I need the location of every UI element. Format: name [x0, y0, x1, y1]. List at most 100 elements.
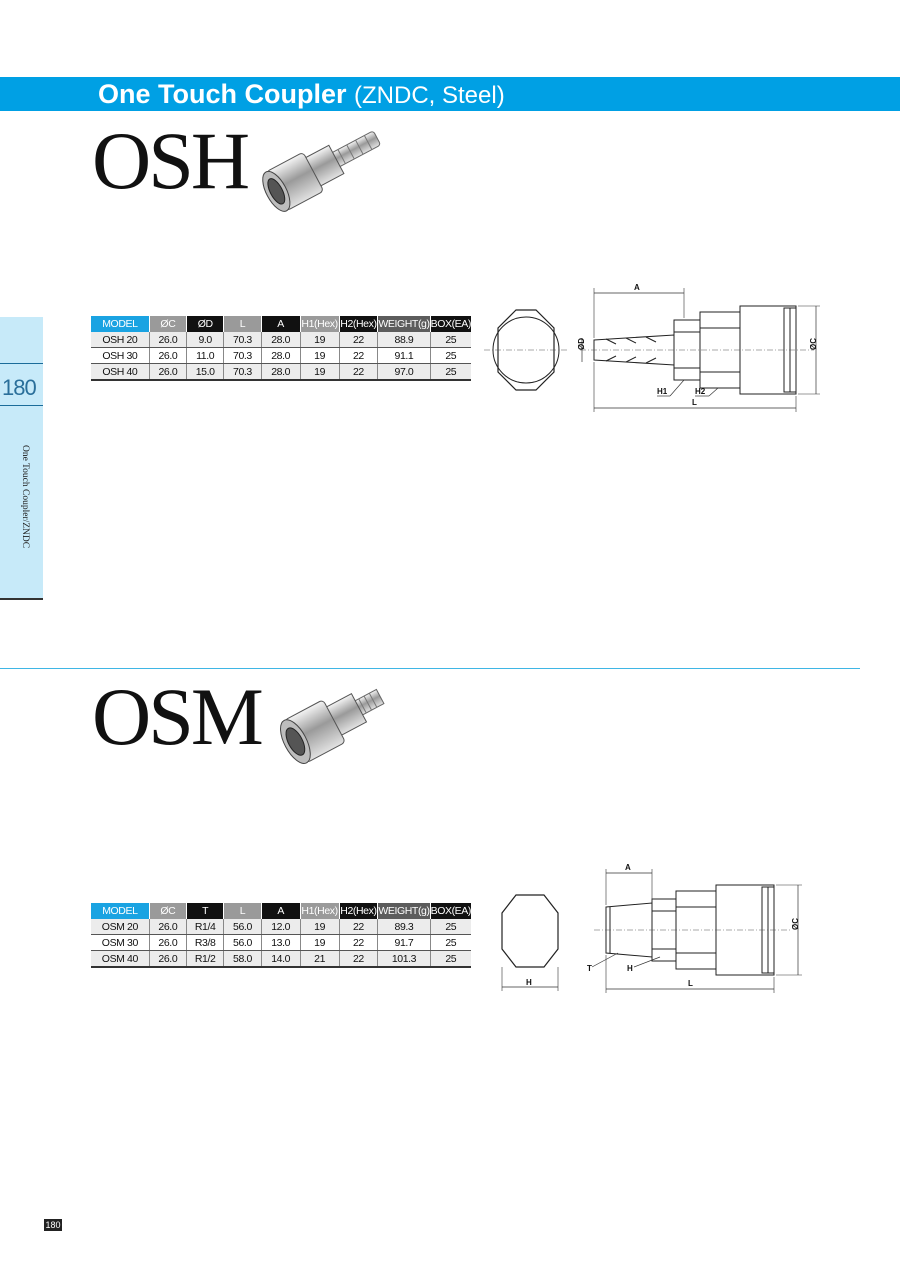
cell: 70.3: [223, 332, 262, 348]
col-model: MODEL: [91, 316, 150, 332]
table-header-row: MODEL ØC ØD L A H1(Hex) H2(Hex) WEIGHT(g…: [91, 316, 471, 332]
cell: OSM 40: [91, 950, 150, 968]
col-l: L: [223, 903, 262, 919]
cell: 28.0: [260, 363, 301, 381]
cell: 91.7: [377, 934, 431, 951]
osm-model-name: OSM: [92, 671, 264, 762]
cell: 22: [338, 919, 378, 935]
cell: 22: [338, 347, 378, 364]
osm-dim-c: ØC: [791, 918, 800, 930]
col-model: MODEL: [91, 903, 150, 919]
osm-hex-view: [501, 894, 559, 968]
osm-dim-h: H: [627, 964, 633, 973]
page-title: One Touch Coupler (ZNDC, Steel): [98, 79, 505, 110]
cell: 25: [429, 332, 471, 348]
col-box: BOX(EA): [429, 903, 471, 919]
cell: OSH 30: [91, 347, 150, 364]
cell: 14.0: [260, 950, 301, 968]
title-sub: (ZNDC, Steel): [354, 82, 505, 109]
cell: OSM 20: [91, 919, 150, 935]
cell: 56.0: [223, 934, 262, 951]
cell: 70.3: [223, 347, 262, 364]
cell: 26.0: [148, 934, 187, 951]
cell: 19: [299, 919, 339, 935]
side-tab-section-label: One Touch Coupler/ZNDC: [20, 445, 30, 549]
cell: 101.3: [377, 950, 431, 968]
table-header-row: MODEL ØC T L A H1(Hex) H2(Hex) WEIGHT(g)…: [91, 903, 471, 919]
col-c: ØC: [148, 316, 187, 332]
side-tab-bottom-rule: [0, 598, 43, 600]
title-main: One Touch Coupler: [98, 79, 347, 109]
osh-spec-table: MODEL ØC ØD L A H1(Hex) H2(Hex) WEIGHT(g…: [91, 316, 471, 381]
cell: 22: [338, 332, 378, 348]
osh-hex-view: [497, 309, 555, 391]
osh-technical-drawing: A L ØD ØC H1 H2: [484, 283, 820, 412]
col-c: ØC: [148, 903, 187, 919]
cell: 56.0: [223, 919, 262, 935]
col-a: A: [260, 903, 301, 919]
col-h2: H2(Hex): [338, 316, 378, 332]
side-tab-rule-top: [0, 363, 43, 364]
footer-page-number: 180: [44, 1219, 62, 1231]
cell: 25: [429, 363, 471, 381]
osh-dim-a: A: [634, 283, 640, 292]
cell: 26.0: [148, 347, 187, 364]
cell: 89.3: [377, 919, 431, 935]
osh-dim-l: L: [692, 398, 697, 407]
cell: 58.0: [223, 950, 262, 968]
osm-technical-drawing: H A L ØC T H: [501, 863, 802, 993]
cell: 88.9: [377, 332, 431, 348]
side-tab-page-number: 180: [2, 375, 37, 400]
col-h1: H1(Hex): [299, 316, 339, 332]
cell: 19: [299, 934, 339, 951]
title-bar: One Touch Coupler (ZNDC, Steel): [0, 77, 900, 111]
col-box: BOX(EA): [429, 316, 471, 332]
cell: 25: [429, 950, 471, 968]
osm-product-image: [280, 688, 385, 764]
cell: 26.0: [148, 950, 187, 968]
osm-dim-t: T: [587, 964, 592, 973]
cell: 19: [299, 347, 339, 364]
cell: 28.0: [260, 347, 301, 364]
osm-dim-a: A: [625, 863, 631, 872]
cell: 9.0: [186, 332, 224, 348]
osh-dim-h2: H2: [695, 387, 706, 396]
osm-dim-l: L: [688, 979, 693, 988]
cell: OSM 30: [91, 934, 150, 951]
cell: 22: [338, 950, 378, 968]
col-h2: H2(Hex): [338, 903, 378, 919]
section-divider: [0, 668, 860, 669]
cell: R3/8: [185, 934, 224, 951]
cell: 11.0: [186, 347, 224, 364]
cell: OSH 40: [91, 363, 150, 381]
cell: 25: [429, 934, 471, 951]
col-a: A: [260, 316, 301, 332]
osm-spec-table: MODEL ØC T L A H1(Hex) H2(Hex) WEIGHT(g)…: [91, 903, 471, 968]
osh-product-image: [262, 131, 381, 212]
cell: 19: [299, 363, 339, 381]
cell: 12.0: [260, 919, 301, 935]
cell: 26.0: [148, 332, 187, 348]
cell: 91.1: [377, 347, 431, 364]
osm-dim-h-bottom: H: [526, 978, 532, 987]
side-tab-rule-bottom: [0, 405, 43, 406]
cell: R1/2: [185, 950, 224, 968]
cell: OSH 20: [91, 332, 150, 348]
cell: 25: [429, 347, 471, 364]
cell: 97.0: [377, 363, 431, 381]
cell: 26.0: [148, 363, 187, 381]
cell: R1/4: [185, 919, 224, 935]
col-h1: H1(Hex): [299, 903, 339, 919]
cell: 22: [338, 934, 378, 951]
cell: 15.0: [186, 363, 224, 381]
osh-dim-c: ØC: [809, 338, 818, 350]
col-weight: WEIGHT(g): [377, 316, 431, 332]
cell: 13.0: [260, 934, 301, 951]
col-d: ØD: [186, 316, 224, 332]
